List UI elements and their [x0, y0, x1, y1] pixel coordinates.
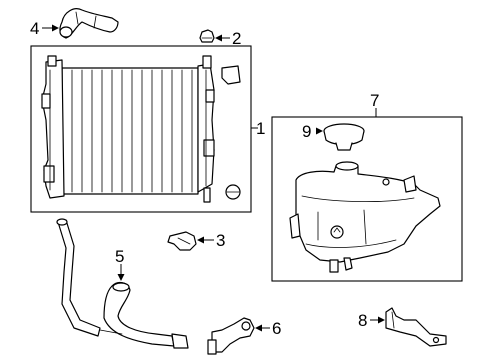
- reservoir-group: 7 9: [271, 91, 463, 282]
- radiator: [41, 55, 241, 203]
- callout-1: 1: [256, 119, 265, 138]
- callout-8: 8: [358, 311, 367, 330]
- callout-5: 5: [115, 247, 124, 266]
- callout-6: 6: [272, 319, 281, 338]
- radiator-fins: [71, 69, 193, 193]
- reservoir-box: [271, 116, 463, 282]
- cap-group: 2: [199, 29, 241, 48]
- outlet-group: 6: [207, 317, 281, 355]
- callout-3: 3: [216, 231, 225, 250]
- reservoir-cap: [323, 123, 365, 151]
- callout-7: 7: [370, 91, 379, 110]
- callout-2: 2: [232, 29, 241, 48]
- bracket: [167, 231, 197, 251]
- reservoir-bracket-group: 8: [358, 307, 447, 347]
- radiator-box: [30, 45, 252, 213]
- callout-9: 9: [302, 122, 311, 141]
- upper-hose-group: 4: [30, 8, 119, 39]
- lower-hose-group: 5: [56, 218, 189, 349]
- lower-hose-left: [57, 219, 101, 337]
- cap: [199, 29, 215, 43]
- bracket-group: 3: [167, 231, 225, 251]
- coolant-reservoir: [289, 161, 441, 273]
- upper-hose: [59, 8, 119, 39]
- lower-hose: [103, 281, 175, 347]
- callout-4: 4: [30, 19, 39, 38]
- reservoir-bracket: [385, 307, 447, 347]
- radiator-group: 1: [30, 45, 265, 213]
